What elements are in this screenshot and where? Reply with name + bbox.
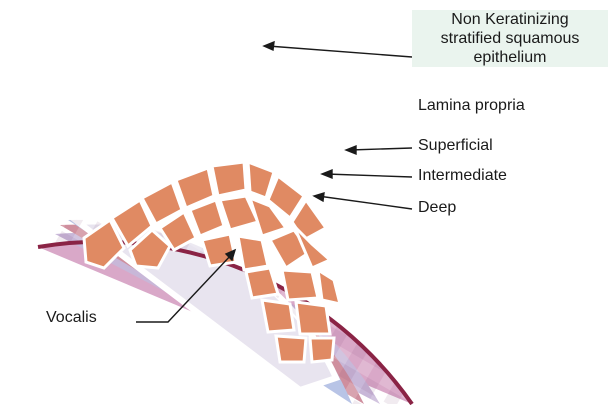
intermediate-pointer xyxy=(326,174,412,177)
lamina-propria-label: Lamina propria xyxy=(418,96,525,115)
muscle-cell xyxy=(202,234,236,266)
vocalis-label: Vocalis xyxy=(46,308,97,327)
epithelium-arrowhead xyxy=(264,42,274,50)
muscle-cell xyxy=(282,270,318,300)
muscle-cell xyxy=(310,338,334,362)
superficial-label: Superficial xyxy=(418,136,493,155)
muscle-cell xyxy=(212,162,246,196)
epithelium-pointer xyxy=(268,46,412,57)
muscle-cell xyxy=(296,302,330,334)
intermediate-arrowhead xyxy=(322,170,332,178)
deep-pointer xyxy=(318,196,412,209)
epithelium-label: Non Keratinizing stratified squamous epi… xyxy=(412,10,608,67)
muscle-cell xyxy=(262,300,294,332)
deep-label: Deep xyxy=(418,198,456,217)
superficial-pointer xyxy=(350,148,412,150)
epithelium-label-line2: stratified squamous xyxy=(412,29,608,48)
deep-arrowhead xyxy=(314,193,324,201)
muscle-cell xyxy=(238,236,268,270)
muscle-cell xyxy=(276,336,306,362)
intermediate-label: Intermediate xyxy=(418,166,507,185)
muscle-cell xyxy=(318,270,340,304)
muscle-cell xyxy=(246,268,278,298)
superficial-arrowhead xyxy=(346,146,356,154)
epithelium-label-line1: Non Keratinizing xyxy=(412,10,608,29)
epithelium-label-line3: epithelium xyxy=(412,48,608,67)
